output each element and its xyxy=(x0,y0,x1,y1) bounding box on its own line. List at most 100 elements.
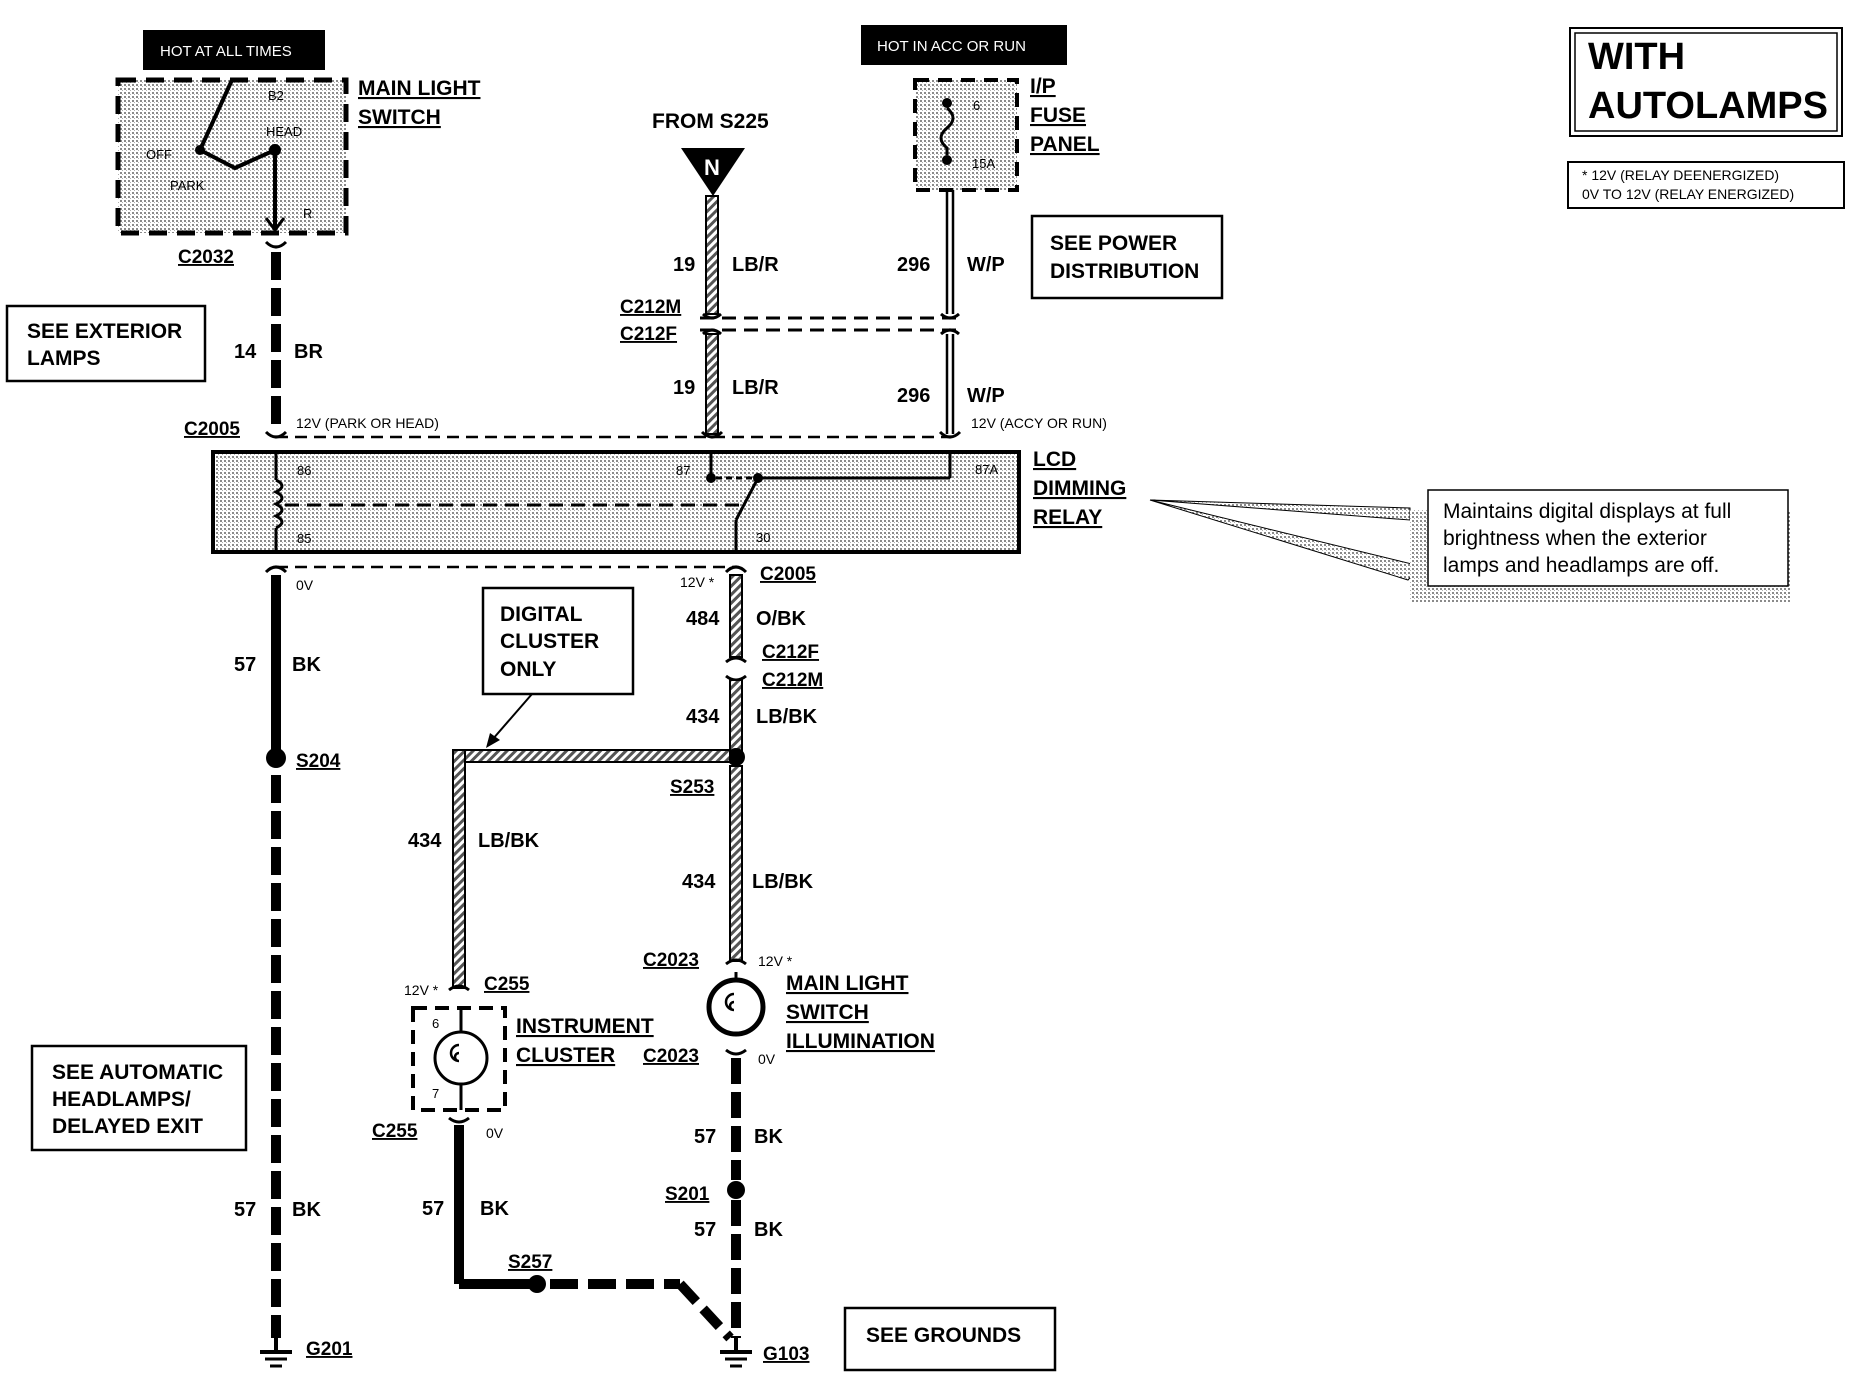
fuse-panel-label-1: I/P xyxy=(1030,75,1056,98)
w19b-color: LB/R xyxy=(732,377,779,399)
lcd-dimming-relay: 86 85 87 87A 30 LCD DIMMING RELAY xyxy=(211,448,1126,554)
svg-text:LAMPS: LAMPS xyxy=(27,347,101,370)
main-light-switch: B2 HEAD OFF PARK R MAIN LIGHT SWITCH xyxy=(115,77,481,236)
note-line1: * 12V (RELAY DEENERGIZED) xyxy=(1582,167,1779,183)
ground-g103-symbol xyxy=(720,1338,752,1368)
wire-484-obk xyxy=(725,574,747,682)
splice-s253: S253 xyxy=(670,777,714,798)
voltage-0v-c2023: 0V xyxy=(758,1051,776,1067)
w434a-circuit: 434 xyxy=(686,706,720,728)
svg-text:15A: 15A xyxy=(972,156,995,171)
relay-label-3: RELAY xyxy=(1033,506,1102,529)
voltage-labels: 12V (PARK OR HEAD) 12V (ACCY OR RUN) 0V … xyxy=(296,415,1107,1141)
svg-text:B2: B2 xyxy=(268,88,284,103)
w484-color: O/BK xyxy=(756,608,807,630)
w296b-color: W/P xyxy=(967,385,1005,407)
fuse-panel-label-2: FUSE xyxy=(1030,104,1086,127)
w57a-circuit: 57 xyxy=(234,654,256,676)
w57d-color: BK xyxy=(754,1219,783,1241)
w19a-circuit: 19 xyxy=(673,254,695,276)
see-automatic-headlamps-box: SEE AUTOMATIC HEADLAMPS/ DELAYED EXIT xyxy=(30,1044,248,1152)
w57d-circuit: 57 xyxy=(694,1219,716,1241)
ground-g201: G201 xyxy=(306,1339,353,1360)
connector-c2023-bottom: C2023 xyxy=(643,1046,699,1067)
voltage-0v-c255: 0V xyxy=(486,1125,504,1141)
w434c-color: LB/BK xyxy=(752,871,814,893)
instrument-cluster: 6 7 INSTRUMENT CLUSTER xyxy=(411,1006,654,1112)
from-s225: FROM S225 N xyxy=(652,110,769,196)
svg-text:CLUSTER: CLUSTER xyxy=(500,630,599,653)
connector-c212m-top: C212M xyxy=(620,297,681,318)
w434a-color: LB/BK xyxy=(756,706,818,728)
connector-c2032: C2032 xyxy=(178,247,234,268)
w296a-circuit: 296 xyxy=(897,254,930,276)
title-box: WITH AUTOLAMPS xyxy=(1569,27,1843,137)
w14-color: BR xyxy=(294,341,323,363)
w296b-circuit: 296 xyxy=(897,385,930,407)
voltage-park-head: 12V (PARK OR HEAD) xyxy=(296,415,439,431)
instrument-cluster-label-1: INSTRUMENT xyxy=(516,1015,654,1038)
see-exterior-lamps-box: SEE EXTERIOR LAMPS xyxy=(5,304,207,383)
svg-text:lamps and headlamps are off.: lamps and headlamps are off. xyxy=(1443,554,1719,577)
fuse-panel: 6 15A I/P FUSE PANEL xyxy=(913,75,1100,192)
voltage-12v-30: 12V * xyxy=(680,574,715,590)
mls-illum-label-2: SWITCH xyxy=(786,1001,869,1024)
wire-57-bk-cluster xyxy=(448,1116,734,1342)
w296a-color: W/P xyxy=(967,254,1005,276)
hot-in-acc-label: HOT IN ACC OR RUN xyxy=(861,25,1067,65)
relay-note-box: * 12V (RELAY DEENERGIZED) 0V TO 12V (REL… xyxy=(1567,161,1845,209)
relay-label-2: DIMMING xyxy=(1033,477,1126,500)
w434c-circuit: 434 xyxy=(682,871,716,893)
svg-text:7: 7 xyxy=(432,1086,439,1101)
wire-296-wp xyxy=(945,190,955,434)
w14-circuit: 14 xyxy=(234,341,257,363)
connector-c212f-mid: C212F xyxy=(762,642,819,663)
svg-text:6: 6 xyxy=(432,1016,439,1031)
connector-c212f-top: C212F xyxy=(620,324,677,345)
svg-text:87A: 87A xyxy=(975,462,998,477)
svg-text:HEAD: HEAD xyxy=(266,124,302,139)
splice-s204-dot xyxy=(266,748,286,768)
w19b-circuit: 19 xyxy=(673,377,695,399)
splice-s253-dot xyxy=(727,748,745,766)
voltage-0v-85: 0V xyxy=(296,577,314,593)
svg-text:ONLY: ONLY xyxy=(500,658,556,681)
svg-text:30: 30 xyxy=(756,530,770,545)
svg-text:87: 87 xyxy=(676,463,690,478)
note-line2: 0V TO 12V (RELAY ENERGIZED) xyxy=(1582,186,1794,202)
wire-19-lbr xyxy=(705,195,719,435)
w57b-color: BK xyxy=(292,1199,321,1221)
connector-c212m-mid: C212M xyxy=(762,670,823,691)
splice-s257-dot xyxy=(528,1275,546,1293)
w57a-color: BK xyxy=(292,654,321,676)
w19a-color: LB/R xyxy=(732,254,779,276)
svg-text:SEE POWER: SEE POWER xyxy=(1050,232,1177,255)
title-line2: AUTOLAMPS xyxy=(1588,85,1828,127)
svg-text:85: 85 xyxy=(297,531,311,546)
svg-text:DELAYED EXIT: DELAYED EXIT xyxy=(52,1115,203,1138)
mls-illum-label-1: MAIN LIGHT xyxy=(786,972,909,995)
splice-s204: S204 xyxy=(296,751,341,772)
voltage-12v-c2023: 12V * xyxy=(758,953,793,969)
voltage-12v-c255: 12V * xyxy=(404,982,439,998)
connector-c2023-top: C2023 xyxy=(643,950,699,971)
svg-text:R: R xyxy=(303,206,312,221)
svg-text:PARK: PARK xyxy=(170,178,205,193)
splice-s257: S257 xyxy=(508,1252,552,1273)
svg-text:FROM S225: FROM S225 xyxy=(652,110,769,133)
c212-connector-bar xyxy=(700,312,960,336)
svg-text:brightness when the exterior: brightness when the exterior xyxy=(1443,527,1707,550)
svg-text:SEE AUTOMATIC: SEE AUTOMATIC xyxy=(52,1061,223,1084)
voltage-accy-run: 12V (ACCY OR RUN) xyxy=(971,415,1107,431)
svg-text:OFF: OFF xyxy=(146,147,172,162)
w57e-circuit: 57 xyxy=(422,1198,444,1220)
svg-text:6: 6 xyxy=(973,98,980,113)
hot-at-all-times-label: HOT AT ALL TIMES xyxy=(143,30,325,70)
w57c-color: BK xyxy=(754,1126,783,1148)
main-light-switch-label-1: MAIN LIGHT xyxy=(358,77,481,100)
connector-c255-top: C255 xyxy=(484,974,530,995)
svg-text:HEADLAMPS/: HEADLAMPS/ xyxy=(52,1088,191,1111)
connector-c2005-left: C2005 xyxy=(184,419,240,440)
c2005-connector-lines xyxy=(264,240,962,574)
wire-57-bk-right xyxy=(725,1048,747,1338)
